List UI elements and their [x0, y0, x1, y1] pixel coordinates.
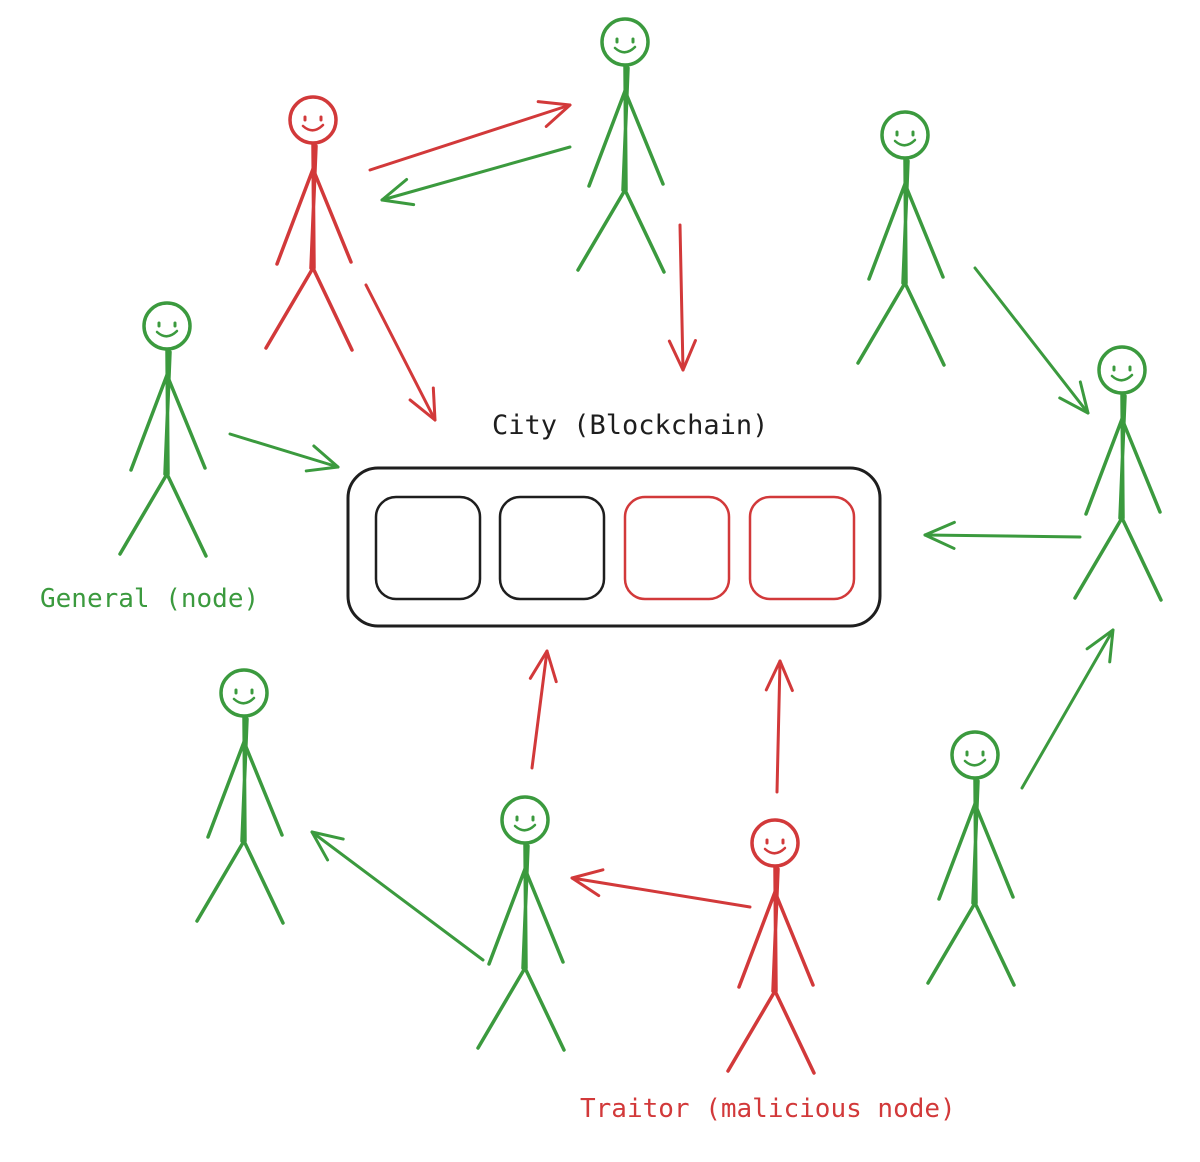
figures	[118, 17, 1163, 1075]
block-2	[498, 495, 606, 601]
arrow-traitor-top-to-general-top	[368, 100, 572, 172]
stick-figure-traitor-bottom	[726, 818, 816, 1075]
arrow-general-bottom-right-to-general-right	[1020, 628, 1115, 790]
arrow-traitor-bottom-to-general-bottom-center	[570, 868, 752, 909]
arrow-traitor-bottom-to-city	[764, 659, 794, 794]
stick-figure-general-top	[576, 17, 666, 274]
arrow-general-top-to-city	[667, 223, 697, 372]
stick-figure-traitor-top	[264, 95, 354, 352]
stick-figure-general-bottom-center	[476, 795, 566, 1052]
city-container	[346, 466, 882, 628]
arrow-general-top-right-to-general-right	[973, 266, 1090, 415]
arrow-general-top-to-traitor-top	[380, 145, 572, 207]
stick-figure-general-bottom-right	[926, 730, 1016, 987]
city-label: City (Blockchain)	[492, 410, 769, 441]
stick-figure-general-right	[1073, 345, 1163, 602]
block-chain	[374, 495, 856, 601]
message-arrows	[228, 100, 1115, 962]
general-label: General (node)	[40, 584, 260, 614]
block-1	[374, 495, 482, 601]
block-3	[623, 495, 731, 601]
arrow-general-left-to-city	[228, 432, 340, 473]
traitor-label: Traitor (malicious node)	[580, 1094, 956, 1124]
arrow-general-bottom-center-to-general-bottom-left	[310, 830, 485, 962]
stick-figure-general-top-right	[856, 110, 946, 367]
block-4	[748, 495, 856, 601]
stick-figure-general-bottom-left	[195, 668, 285, 925]
stick-figure-general-left	[118, 301, 208, 558]
arrow-traitor-top-to-city	[364, 283, 437, 422]
arrow-general-right-to-city	[923, 520, 1082, 550]
arrow-general-bottom-center-to-city	[528, 649, 558, 770]
